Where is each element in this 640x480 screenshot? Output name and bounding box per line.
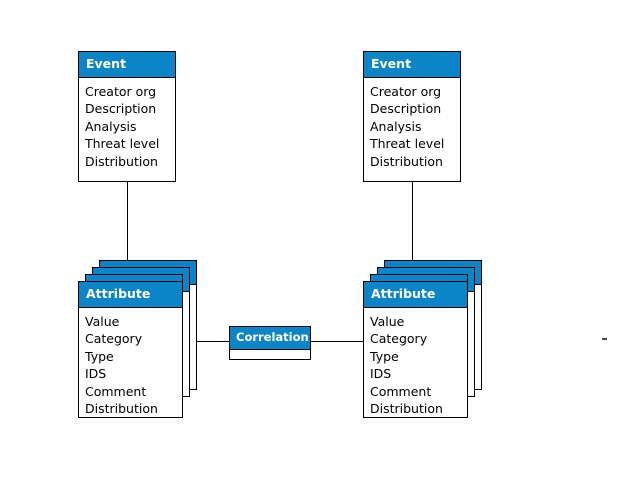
entity-attribute-left-fields: Value Category Type IDS Comment Distribu… <box>79 308 182 423</box>
field-distribution: Distribution <box>85 153 158 169</box>
field-comment: Comment <box>370 383 432 399</box>
entity-attribute-left-header: Attribute <box>79 282 182 308</box>
entity-attribute-left-stack[interactable]: Attribute Value Category Type IDS Commen… <box>78 260 206 418</box>
field-value: Value <box>370 313 405 329</box>
field-creator-org: Creator org <box>370 83 442 99</box>
entity-attribute-right-fields: Value Category Type IDS Comment Distribu… <box>364 308 467 423</box>
entity-event-left-header: Event <box>79 52 175 78</box>
field-threat-level: Threat level <box>85 136 160 152</box>
field-distribution: Distribution <box>85 401 158 417</box>
field-creator-org: Creator org <box>85 83 157 99</box>
entity-attribute-right-stack[interactable]: Attribute Value Category Type IDS Commen… <box>363 260 491 418</box>
entity-attribute-right[interactable]: Attribute Value Category Type IDS Commen… <box>363 281 468 418</box>
connector-event-left-to-attribute-left <box>127 182 128 274</box>
field-distribution: Distribution <box>370 153 443 169</box>
entity-event-left-fields: Creator org Description Analysis Threat … <box>79 78 175 175</box>
field-ids: IDS <box>370 366 392 382</box>
field-description: Description <box>85 101 157 117</box>
field-comment: Comment <box>85 383 147 399</box>
field-value: Value <box>85 313 120 329</box>
entity-event-right[interactable]: Event Creator org Description Analysis T… <box>363 51 461 182</box>
field-analysis: Analysis <box>85 118 137 134</box>
field-ids: IDS <box>85 366 107 382</box>
entity-correlation[interactable]: Correlation <box>229 326 311 360</box>
field-type: Type <box>370 348 399 364</box>
field-analysis: Analysis <box>370 118 422 134</box>
entity-event-right-header: Event <box>364 52 460 78</box>
field-distribution: Distribution <box>370 401 443 417</box>
field-type: Type <box>85 348 114 364</box>
entity-event-left[interactable]: Event Creator org Description Analysis T… <box>78 51 176 182</box>
connector-correlation-to-attribute-right <box>311 341 363 342</box>
entity-correlation-header: Correlation <box>230 327 310 350</box>
entity-attribute-left[interactable]: Attribute Value Category Type IDS Commen… <box>78 281 183 418</box>
field-description: Description <box>370 101 442 117</box>
field-threat-level: Threat level <box>370 136 445 152</box>
connector-event-right-to-attribute-right <box>412 182 413 274</box>
field-category: Category <box>370 331 428 347</box>
entity-event-right-fields: Creator org Description Analysis Threat … <box>364 78 460 175</box>
field-category: Category <box>85 331 143 347</box>
connector-attribute-left-to-correlation <box>183 341 229 342</box>
entity-correlation-body <box>230 350 310 361</box>
entity-attribute-right-header: Attribute <box>364 282 467 308</box>
stray-mark <box>602 338 607 340</box>
